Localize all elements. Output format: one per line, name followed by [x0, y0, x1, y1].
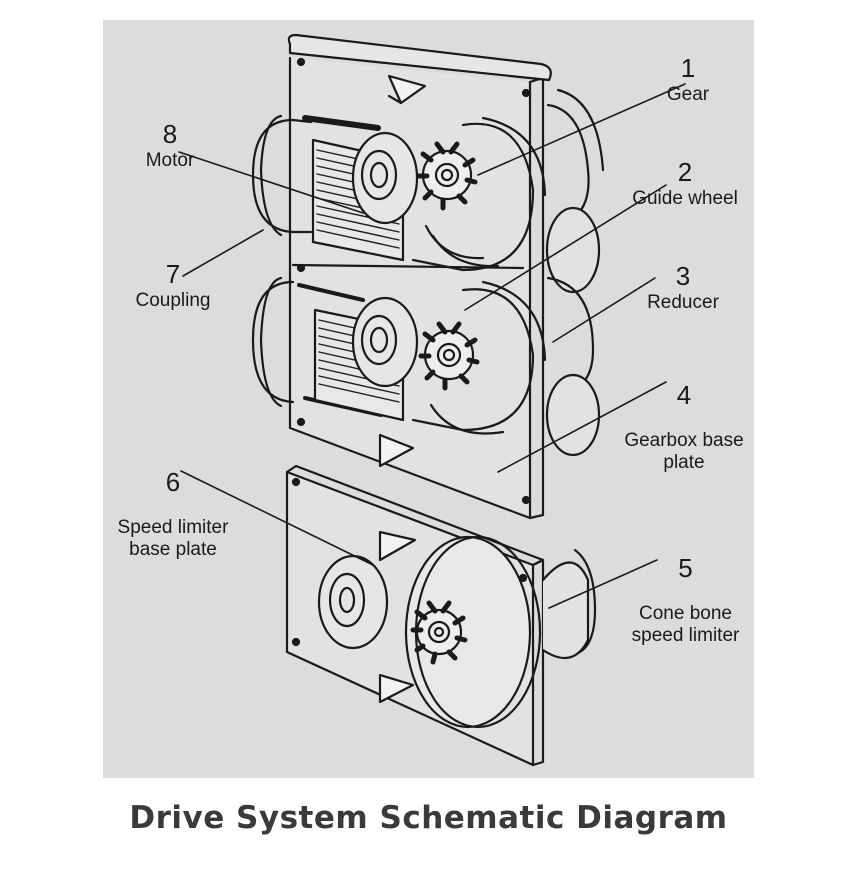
callout-coupling: 7 Coupling: [123, 259, 223, 312]
callout-gear: 1 Gear: [648, 53, 728, 106]
callout-gearbox-base-plate: 4 Gearbox base plate: [619, 363, 749, 492]
callout-number: 1: [680, 53, 696, 83]
callout-label: Guide wheel: [632, 187, 738, 209]
callout-number: 4: [676, 380, 692, 411]
callout-label: Cone bone speed limiter: [631, 602, 740, 646]
callout-label: Motor: [145, 149, 195, 171]
callout-label: Gearbox base plate: [624, 429, 744, 473]
speed-limiter-gear: [410, 600, 468, 665]
callout-number: 3: [675, 261, 691, 291]
schematic-panel: 1 Gear 2 Guide wheel 3 Reducer 4 Gearbox…: [103, 20, 754, 778]
callout-label: Coupling: [135, 289, 211, 311]
callout-label: Speed limiter base plate: [117, 516, 229, 560]
callout-guide-wheel: 2 Guide wheel: [625, 157, 745, 210]
callout-cone-bone-speed-limiter: 5 Cone bone speed limiter: [618, 536, 753, 665]
callout-reducer: 3 Reducer: [633, 261, 733, 314]
callout-motor: 8 Motor: [125, 119, 215, 172]
gearbox-base-plate: [287, 33, 552, 520]
callout-number: 7: [165, 259, 181, 289]
callout-label: Gear: [666, 83, 710, 105]
callout-label: Reducer: [647, 291, 719, 313]
diagram-caption: Drive System Schematic Diagram: [129, 800, 728, 836]
callout-speed-limiter-base-plate: 6 Speed limiter base plate: [103, 450, 243, 579]
upper-drive-unit: [251, 88, 605, 294]
callout-number: 5: [678, 553, 693, 584]
lower-drive-unit: [251, 276, 601, 457]
callout-number: 8: [162, 119, 178, 149]
upper-gear: [416, 141, 478, 211]
drive-system-illustration: [178, 33, 686, 767]
leader-lines: [178, 83, 686, 609]
callout-number: 6: [165, 467, 181, 498]
lower-gear: [418, 321, 480, 391]
speed-limiter-base-plate: [285, 464, 597, 767]
callout-number: 2: [677, 157, 693, 187]
